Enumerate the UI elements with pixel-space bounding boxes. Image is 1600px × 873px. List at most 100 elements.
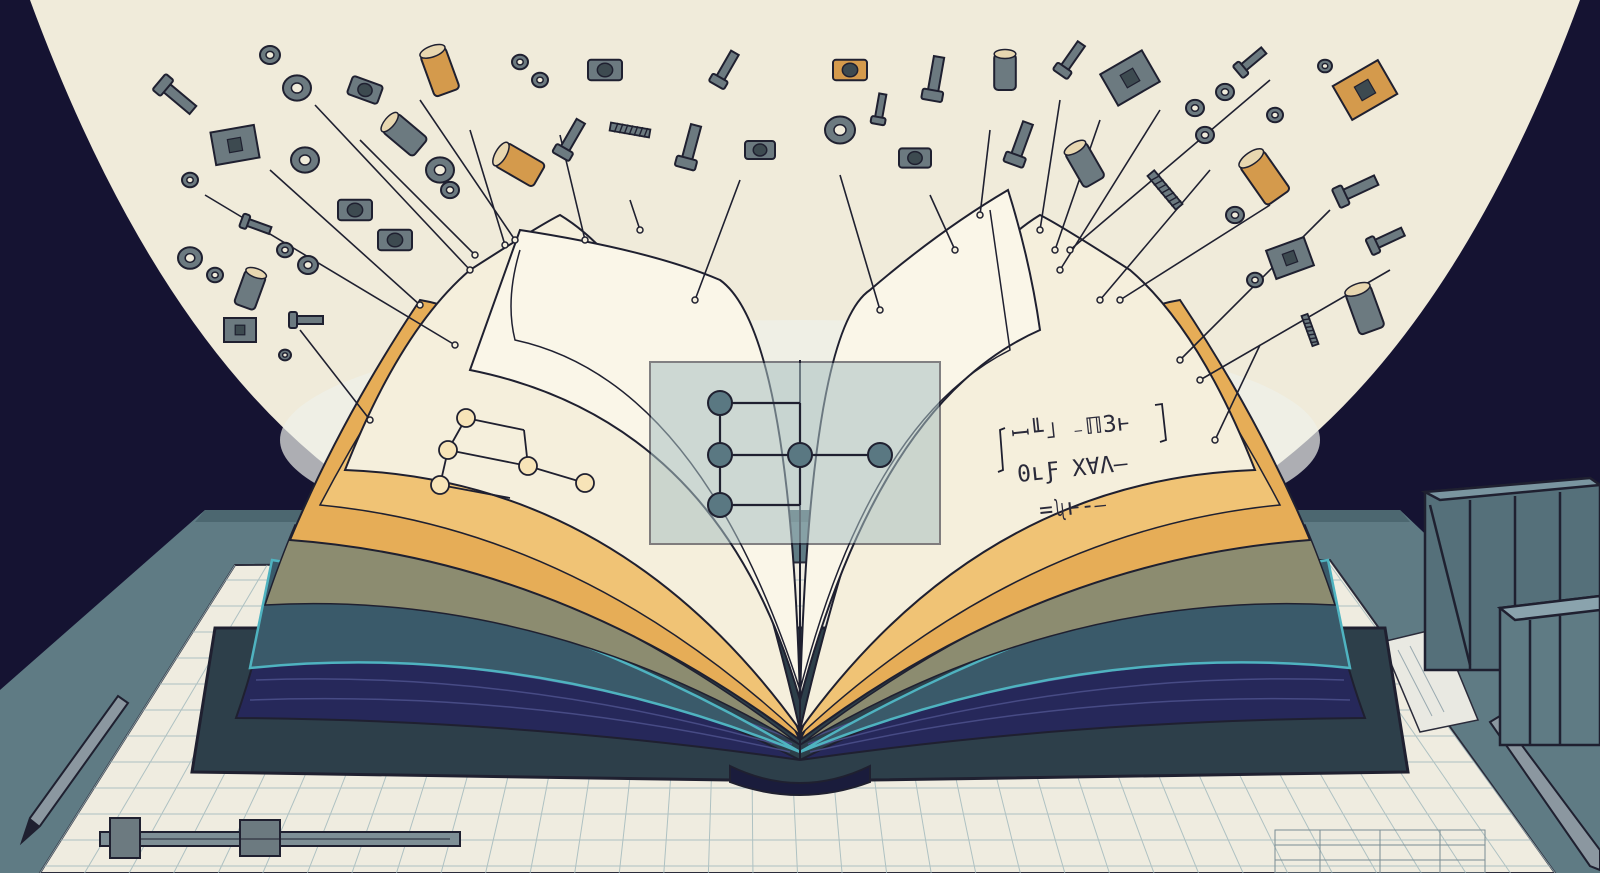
leader-line	[1099, 169, 1211, 301]
leader-line	[1054, 119, 1101, 251]
leader-line	[269, 169, 421, 306]
washer-part	[531, 71, 549, 89]
page-layer-teal-left	[248, 558, 801, 754]
block-part	[223, 317, 257, 343]
bolt-part	[551, 117, 587, 162]
block-part	[1098, 49, 1162, 107]
washer-part	[259, 45, 281, 65]
diagram-node	[707, 492, 733, 518]
leader-dot	[876, 306, 884, 314]
spring-part	[1300, 312, 1320, 348]
washer-part	[1317, 58, 1333, 74]
page-layer-gray-left	[263, 524, 801, 746]
nut-part	[744, 140, 776, 160]
pencil-icon	[19, 694, 130, 846]
leader-dot	[976, 211, 984, 219]
leader-line	[694, 179, 741, 301]
block-part	[209, 123, 261, 167]
leader-dot	[511, 236, 519, 244]
cyl-part	[1063, 139, 1105, 188]
nut-part	[898, 147, 932, 169]
bolt-part	[1232, 45, 1268, 79]
washer-part	[1215, 82, 1235, 102]
washer-part	[1246, 271, 1264, 289]
leader-line	[1039, 99, 1061, 231]
left-page-diagram	[430, 408, 595, 499]
diagram-node	[867, 442, 893, 468]
leader-line	[629, 199, 641, 231]
leader-dot	[471, 251, 479, 259]
cyl-part	[233, 266, 268, 311]
diagram-node	[707, 390, 733, 416]
bolt-part	[674, 122, 703, 172]
leader-line	[314, 104, 471, 271]
page-flip-inner-line-left	[510, 249, 801, 691]
note-card	[1380, 627, 1480, 733]
bolt-part	[1331, 174, 1380, 209]
table-sketch	[1274, 829, 1486, 873]
leader-dot	[1196, 376, 1204, 384]
nut-part	[337, 198, 373, 222]
bolt-part	[1052, 39, 1087, 80]
washer-part	[425, 156, 455, 184]
leader-line	[1069, 79, 1271, 251]
cyl-part	[1238, 147, 1290, 206]
overlay-diagram-panel	[649, 361, 941, 545]
leader-dot	[451, 341, 459, 349]
leader-dot	[1056, 266, 1064, 274]
leader-line	[469, 129, 506, 246]
cyl-part	[492, 141, 546, 187]
washer-part	[1266, 106, 1284, 124]
washer-part	[1225, 205, 1245, 225]
spring-part	[1146, 169, 1184, 211]
washer-part	[511, 53, 529, 71]
leader-line	[419, 99, 516, 241]
nut-part	[346, 75, 384, 105]
leader-dot	[366, 416, 374, 424]
book-spine-base	[729, 764, 871, 796]
washer-part	[290, 146, 320, 174]
bolt-part	[869, 92, 888, 127]
leader-line	[359, 139, 476, 256]
leader-dot	[581, 236, 589, 244]
bolt-part	[288, 311, 324, 329]
leader-line	[1119, 204, 1271, 301]
diagram-node	[787, 442, 813, 468]
bolt-part	[708, 49, 741, 90]
bolt-part	[238, 212, 273, 236]
leader-line	[929, 194, 956, 251]
cyl-part	[419, 43, 460, 98]
washer-part	[1195, 125, 1215, 145]
washer-part	[440, 180, 460, 200]
cyl-part	[993, 48, 1017, 91]
leader-dot	[1066, 246, 1074, 254]
bolt-part	[1364, 226, 1407, 256]
washer-part	[1185, 98, 1205, 118]
bolt-part	[1002, 119, 1035, 169]
leader-dot	[501, 241, 509, 249]
block-part	[1264, 235, 1316, 281]
block-part	[1331, 58, 1399, 122]
pen-icon	[1488, 714, 1600, 872]
leader-line	[1214, 344, 1261, 441]
washer-part	[282, 74, 312, 102]
page-flip-inner-line-right	[799, 209, 1011, 691]
leader-dot	[1051, 246, 1059, 254]
leader-dot	[951, 246, 959, 254]
washer-part	[206, 266, 224, 284]
cyl-part	[1344, 281, 1385, 336]
leader-dot	[1096, 296, 1104, 304]
washer-part	[824, 115, 856, 145]
washer-part	[278, 348, 292, 362]
nut-part	[587, 58, 623, 82]
leader-dot	[466, 266, 474, 274]
caliper-icon	[99, 817, 461, 859]
leader-dot	[1176, 356, 1184, 364]
leader-dot	[691, 296, 699, 304]
leader-dot	[416, 301, 424, 309]
bolt-part	[920, 54, 946, 103]
nut-part	[377, 228, 413, 252]
page-layer-teal-right	[799, 558, 1352, 754]
washer-part	[177, 246, 203, 270]
